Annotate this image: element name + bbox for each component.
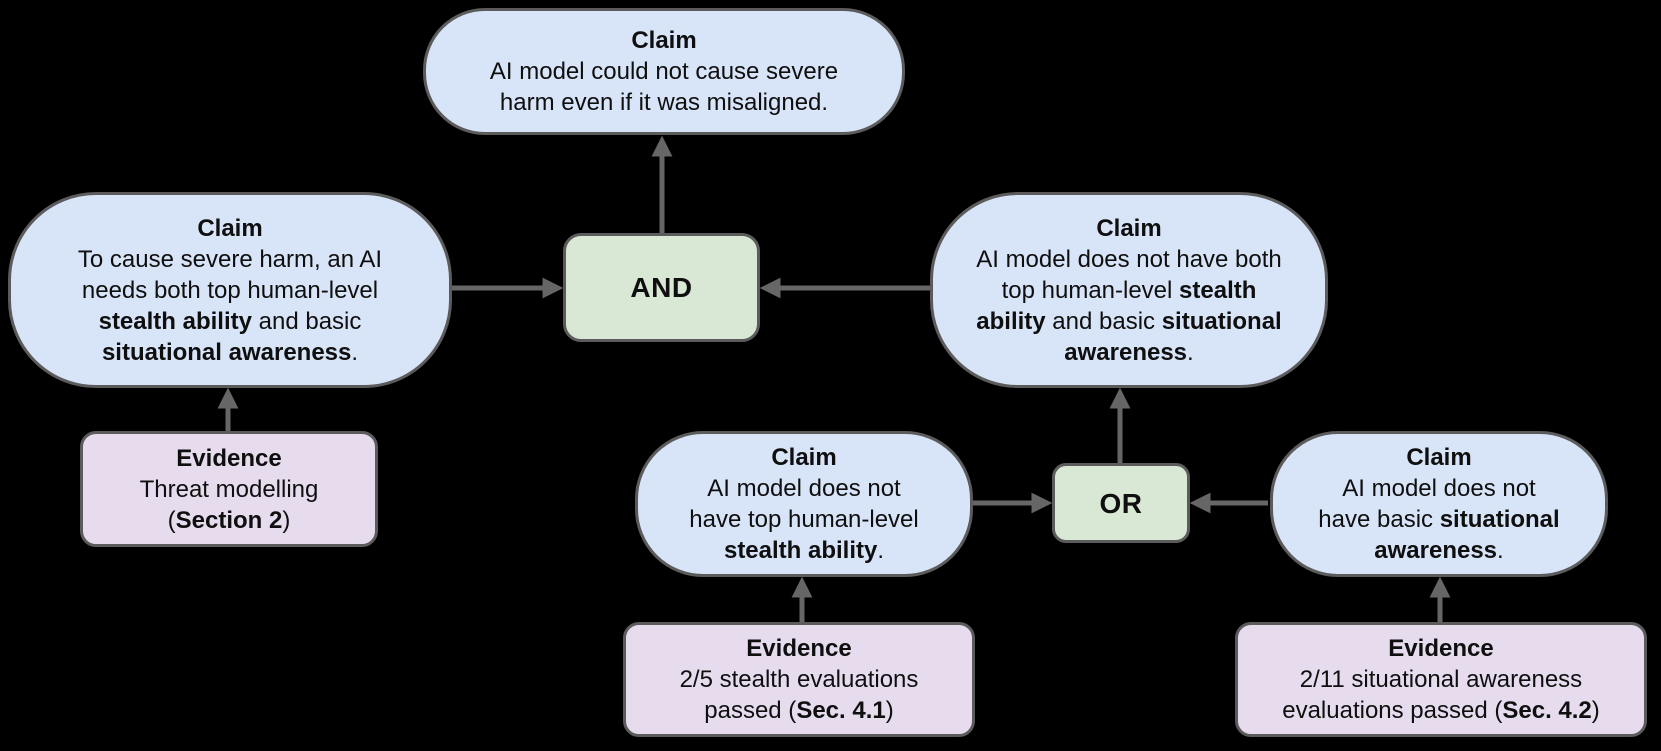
node-title: Evidence: [746, 635, 852, 662]
claim-needs-both-abilities: Claim To cause severe harm, an AI needs …: [8, 192, 452, 388]
node-body: AI model does not have both top human-le…: [976, 245, 1282, 366]
node-title: Claim: [1096, 214, 1162, 242]
node-title: Evidence: [1388, 635, 1494, 662]
node-body: To cause severe harm, an AI needs both t…: [77, 245, 383, 366]
claim-no-stealth-ability: Claim AI model does not have top human-l…: [635, 431, 973, 577]
node-body: 2/5 stealth evaluations passed (Sec. 4.1…: [679, 666, 919, 724]
evidence-stealth-evals: Evidence 2/5 stealth evaluations passed …: [623, 622, 975, 737]
node-body: AI model does not have basic situational…: [1318, 475, 1560, 564]
node-body: AI model does not have top human-level s…: [689, 475, 919, 564]
and-gate: AND: [563, 233, 760, 342]
claim-top-no-severe-harm: Claim AI model could not cause severe ha…: [423, 8, 905, 135]
or-gate: OR: [1052, 463, 1190, 543]
node-title: Claim: [771, 444, 837, 471]
claim-no-situational-awareness: Claim AI model does not have basic situa…: [1270, 431, 1608, 577]
node-body: 2/11 situational awareness evaluations p…: [1282, 666, 1600, 724]
evidence-threat-modelling: Evidence Threat modelling (Section 2): [80, 431, 378, 547]
node-body: Threat modelling (Section 2): [139, 475, 319, 534]
node-title: Claim: [631, 27, 697, 54]
node-title: Claim: [197, 214, 263, 242]
node-title: Claim: [1406, 444, 1472, 471]
node-title: Evidence: [176, 444, 282, 472]
claim-not-both-abilities: Claim AI model does not have both top hu…: [930, 192, 1328, 388]
evidence-situational-awareness-evals: Evidence 2/11 situational awareness eval…: [1235, 622, 1647, 737]
gate-label: OR: [1099, 487, 1143, 519]
node-body: AI model could not cause severe harm eve…: [489, 58, 839, 116]
gate-label: AND: [630, 272, 693, 303]
